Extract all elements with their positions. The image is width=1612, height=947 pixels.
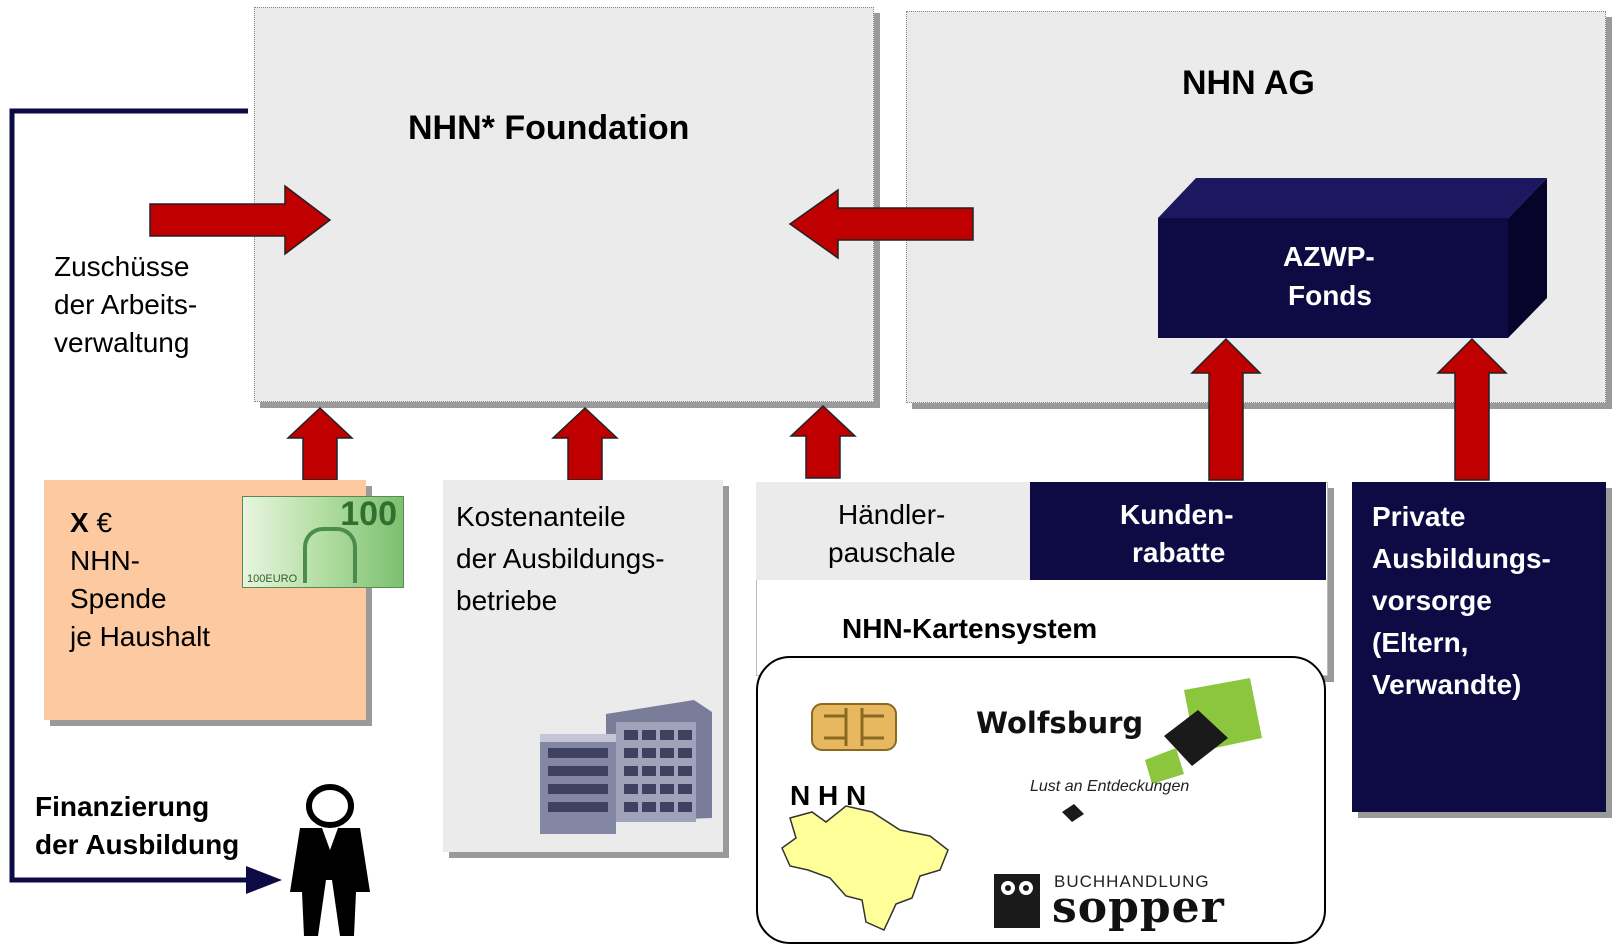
fonds-line1: AZWP- [1283,241,1375,272]
banknote-arch [303,527,357,583]
foundation-title: NHN* Foundation [408,109,690,147]
arrow-kosten-up [551,406,619,481]
haendler-line1: Händler- [838,499,946,530]
wolfsburg-slogan: Lust an Entdeckungen [1030,778,1190,795]
haendler-box [756,482,1030,580]
private-line4: (Eltern, [1372,627,1469,658]
banknote-image: 100 100EURO [242,496,404,588]
arrow-spende-up [286,406,354,481]
arrow-ag-to-foundation [788,188,974,260]
fonds-line2: Fonds [1288,280,1372,311]
finanzierung-line1: Finanzierung [35,791,210,822]
private-line5: Verwandte) [1372,669,1522,700]
finanzierung-line2: der Ausbildung [35,829,240,860]
foundation-box [254,7,874,402]
sopper-text: sopper [1052,882,1225,933]
spende-x: X [70,507,89,538]
kosten-line2: der Ausbildungs- [456,543,665,574]
kartensystem-label: NHN-Kartensystem [842,613,1098,644]
spende-x-line: X € [70,504,112,542]
spende-line3: je Haushalt [70,621,211,652]
private-line1: Private [1372,501,1466,532]
kosten-line1: Kostenanteile [456,501,626,532]
haendler-line2: pauschale [828,537,956,568]
spende-line2: Spende [70,583,167,614]
kunden-line1: Kunden- [1120,499,1234,530]
zuschuesse-line3: verwaltung [54,327,190,358]
kosten-line3: betriebe [456,585,558,616]
ag-title: NHN AG [1182,64,1315,102]
private-box [1352,482,1606,812]
private-line3: vorsorge [1372,585,1492,616]
spende-euro: € [96,507,113,538]
arrow-haendler-up [789,404,857,479]
zuschuesse-line2: der Arbeits- [54,289,198,320]
arrow-zuschuesse [149,184,332,256]
banknote-label: 100EURO [247,573,298,585]
buchhandlung-text: BUCHHANDLUNG [1054,872,1210,891]
nhn-logo-text: N H N [790,780,867,811]
zuschuesse-line1: Zuschüsse [54,251,190,282]
banknote-value: 100 [340,496,397,533]
arrow-private-up [1436,337,1508,481]
kunden-line2: rabatte [1132,537,1226,568]
wolfsburg-logo-text: Wolfsburg [976,706,1144,740]
arrow-kunden-up [1190,337,1262,481]
private-line2: Ausbildungs- [1372,543,1551,574]
spende-line1: NHN- [70,545,140,576]
kunden-box [1030,482,1326,580]
